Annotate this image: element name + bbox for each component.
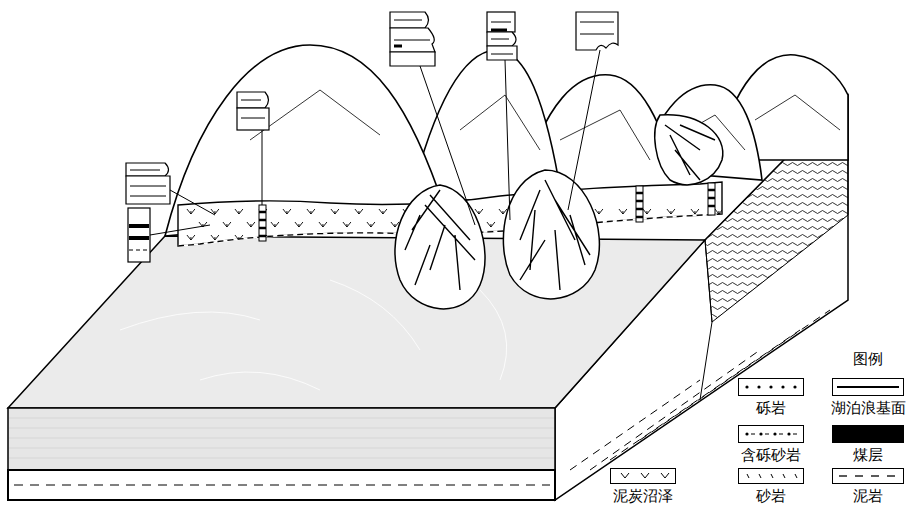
swamp-mark [283,209,291,214]
swamp-mark [499,209,507,214]
alluvial-fans [395,115,723,309]
swamp-mark [235,209,243,214]
swamp-mark [355,235,363,240]
swamp-mark [247,222,255,227]
swamp-mark [691,235,699,240]
legend-swatch [738,425,804,443]
strat-columns [126,12,618,262]
mudstone-dashes [14,485,550,486]
swamp-mark [643,209,651,214]
legend-swatch [738,468,804,484]
swamp-mark [355,209,363,214]
legend-label: 砂岩 [755,489,787,504]
lake-surface [8,236,705,408]
legend-swatch [832,425,904,443]
swamp-mark [595,209,603,214]
legend-label: 砾岩 [755,401,787,416]
swamp-mark [307,209,315,214]
legend-label: 泥岩 [852,489,884,504]
swamp-mark [319,222,327,227]
swamp-mark [607,222,615,227]
legend-label: 湖泊浪基面 [830,401,907,416]
swamp-mark [475,209,483,214]
swamp-mark [703,222,711,227]
front-lines [9,418,554,458]
legend-title: 图例 [852,352,884,367]
legend-pattern [833,469,903,483]
swamp-mark [379,209,387,214]
swamp-mark [487,222,495,227]
swamp-mark [295,222,303,227]
legend-pattern [739,469,803,483]
leader-lines [150,50,600,235]
legend-label: 煤层 [852,448,884,463]
swamp-mark [331,209,339,214]
swamp-mark [271,222,279,227]
swamp-mark [631,222,639,227]
swamp-mark [619,209,627,214]
swamp-mark [391,222,399,227]
swamp-mark [331,235,339,240]
swamp-mark [367,222,375,227]
swamp-mark [343,222,351,227]
swamp-mark [223,222,231,227]
mudstone-layer [8,470,555,500]
swamp-mark [307,235,315,240]
legend-pattern [739,426,803,442]
legend-label: 含砾砂岩 [740,448,802,463]
swamp-mark [187,209,195,214]
legend-swatch [610,468,676,484]
swamp-mark [679,222,687,227]
swamp-mark [691,209,699,214]
legend-swatch [738,378,804,396]
legend-pattern [833,379,903,395]
swamp-mark [619,235,627,240]
front-face [8,408,555,470]
swamp-mark [211,235,219,240]
fan-channels [405,125,715,290]
swamp-mark [187,235,195,240]
coal-columns [259,183,715,241]
legend-pattern [611,469,675,483]
swamp-mark [379,235,387,240]
swamp-mark [283,235,291,240]
swamp-mark [655,222,663,227]
legend-label: 泥炭沼泽 [612,489,674,504]
swamp-mark [715,235,723,240]
legend-pattern [739,379,803,395]
strat-details [129,20,614,250]
legend-swatch [832,378,904,396]
swamp-mark [715,209,723,214]
ridge-lines [250,90,840,160]
swamp-mark [667,235,675,240]
swamp-mark [235,235,243,240]
legend-swatch [832,468,904,484]
swamp-mark [643,235,651,240]
swamp-mark [667,209,675,214]
